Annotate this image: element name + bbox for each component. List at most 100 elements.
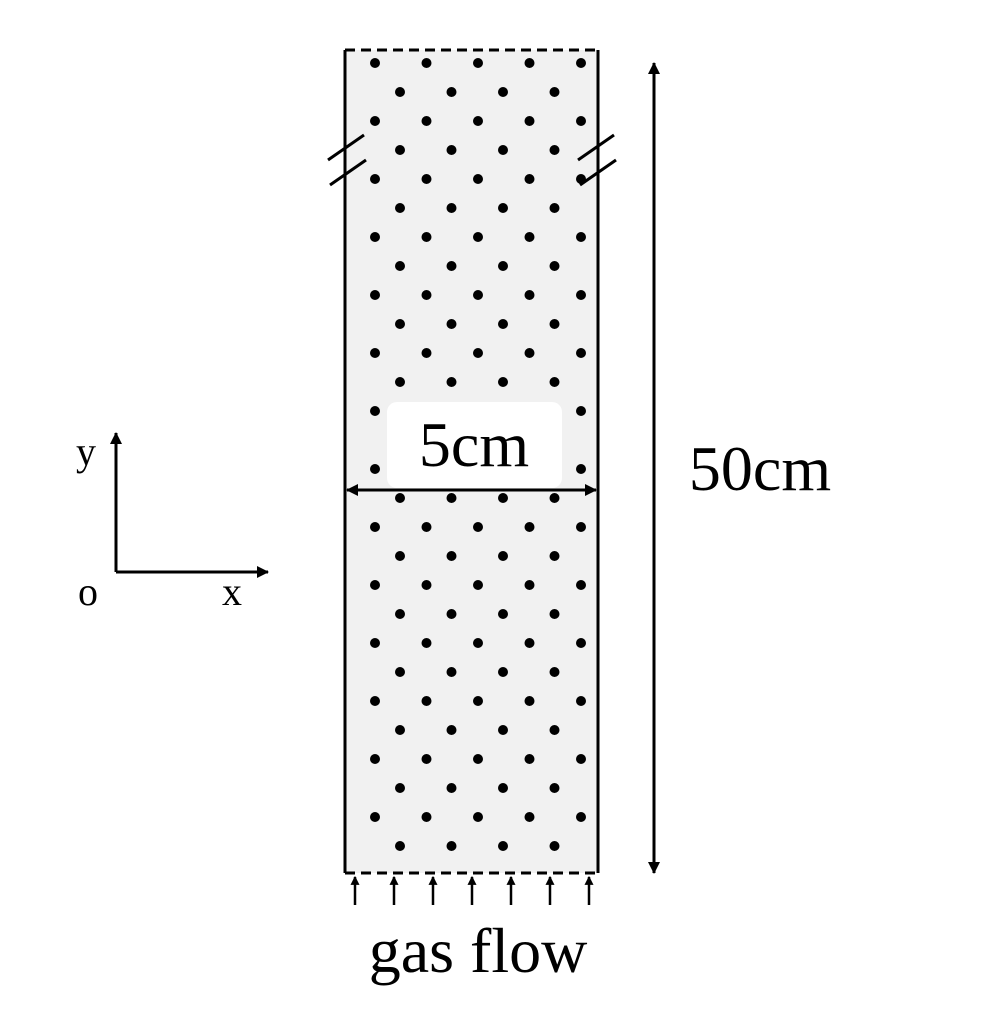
particle-dot: [421, 522, 432, 532]
particle-dot: [395, 87, 405, 97]
particle-dot: [395, 609, 405, 619]
particle-dot: [421, 290, 432, 300]
particle-dot: [576, 696, 586, 706]
particle-dot: [498, 377, 508, 387]
particle-dot: [446, 609, 457, 619]
particle-dot: [549, 203, 560, 213]
particle-dot: [395, 725, 405, 735]
particle-dot: [421, 638, 432, 648]
particle-dot: [446, 319, 457, 329]
particle-dot: [498, 261, 508, 271]
particle-dot: [421, 812, 432, 822]
particle-dot: [370, 406, 380, 416]
particle-dot: [576, 406, 586, 416]
particle-dot: [395, 377, 405, 387]
right-break-mark: [577, 133, 617, 187]
particle-dot: [498, 551, 508, 561]
particle-dot: [524, 174, 535, 184]
particle-dot: [446, 87, 457, 97]
particle-dot: [473, 580, 483, 590]
particle-dot: [576, 638, 586, 648]
particle-dot: [549, 609, 560, 619]
particle-dot: [498, 783, 508, 793]
particle-dot: [524, 290, 535, 300]
particle-dot: [549, 841, 560, 851]
particle-dot: [498, 493, 508, 503]
particle-dot: [370, 464, 380, 474]
particle-dot: [524, 580, 535, 590]
particle-dot: [498, 319, 508, 329]
particle-dot: [576, 348, 586, 358]
particle-dot: [473, 58, 483, 68]
particle-field: [370, 58, 586, 851]
particle-dot: [549, 667, 560, 677]
particle-dot: [446, 493, 457, 503]
particle-dot: [370, 116, 380, 126]
particle-dot: [446, 667, 457, 677]
particle-dot: [395, 203, 405, 213]
particle-dot: [370, 522, 380, 532]
particle-dot: [473, 754, 483, 764]
particle-dot: [576, 116, 586, 126]
particle-dot: [576, 754, 586, 764]
particle-dot: [576, 580, 586, 590]
particle-dot: [498, 87, 508, 97]
particle-dot: [395, 261, 405, 271]
particle-dot: [549, 87, 560, 97]
particle-dot: [395, 551, 405, 561]
particle-dot: [446, 725, 457, 735]
width-label: 5cm: [419, 409, 529, 480]
particle-dot: [549, 261, 560, 271]
particle-dot: [473, 348, 483, 358]
particle-dot: [549, 145, 560, 155]
particle-dot: [576, 290, 586, 300]
particle-dot: [473, 522, 483, 532]
particle-dot: [370, 812, 380, 822]
particle-dot: [421, 232, 432, 242]
particle-dot: [576, 522, 586, 532]
particle-dot: [524, 812, 535, 822]
particle-dot: [421, 348, 432, 358]
particle-dot: [498, 841, 508, 851]
particle-dot: [395, 841, 405, 851]
particle-dot: [473, 812, 483, 822]
particle-dot: [421, 174, 432, 184]
particle-dot: [421, 696, 432, 706]
left-break-mark: [327, 133, 367, 187]
particle-dot: [395, 667, 405, 677]
particle-dot: [370, 232, 380, 242]
particle-dot: [498, 145, 508, 155]
particle-dot: [549, 551, 560, 561]
particle-dot: [576, 812, 586, 822]
particle-dot: [446, 377, 457, 387]
particle-dot: [421, 116, 432, 126]
particle-dot: [524, 638, 535, 648]
particle-dot: [549, 493, 560, 503]
particle-dot: [446, 551, 457, 561]
particle-dot: [549, 319, 560, 329]
particle-dot: [549, 783, 560, 793]
particle-dot: [446, 145, 457, 155]
particle-dot: [395, 145, 405, 155]
particle-dot: [395, 319, 405, 329]
particle-dot: [524, 754, 535, 764]
particle-dot: [370, 580, 380, 590]
gas-flow-label: gas flow: [369, 915, 588, 986]
particle-dot: [524, 522, 535, 532]
particle-dot: [576, 58, 586, 68]
particle-dot: [498, 609, 508, 619]
particle-dot: [370, 696, 380, 706]
particle-dot: [524, 232, 535, 242]
particle-dot: [498, 667, 508, 677]
particle-dot: [473, 116, 483, 126]
height-label: 50cm: [689, 433, 831, 504]
particle-dot: [370, 348, 380, 358]
particle-dot: [473, 638, 483, 648]
origin-label: o: [78, 569, 98, 614]
particle-dot: [370, 174, 380, 184]
gas-flow-arrows: [350, 875, 594, 905]
particle-dot: [395, 493, 405, 503]
x-axis-label: x: [222, 569, 242, 614]
particle-dot: [524, 696, 535, 706]
